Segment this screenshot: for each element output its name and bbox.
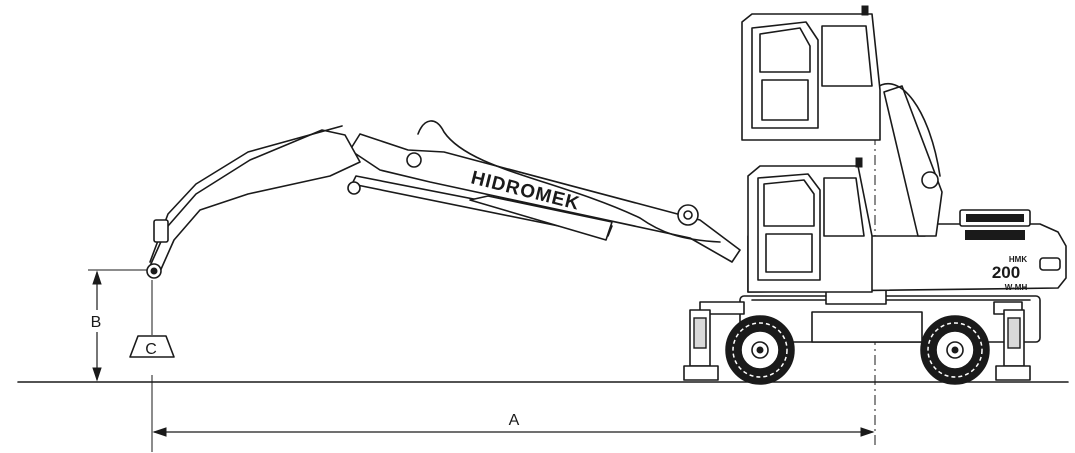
dimension-a-label-bg xyxy=(502,409,526,429)
wheel-front xyxy=(725,315,795,385)
boom-cylinder-barrel xyxy=(469,195,613,241)
dimension-b: B xyxy=(84,269,150,382)
boom-cylinder xyxy=(347,175,613,241)
outrigger-rear xyxy=(993,301,1031,381)
cab-raised-window-lower xyxy=(761,79,809,121)
boom-foot-pin-center xyxy=(683,210,693,220)
outrigger-front-beam xyxy=(699,301,745,315)
outrigger-front xyxy=(683,301,745,381)
load-c-label: C xyxy=(145,341,157,358)
dimension-b-label: B xyxy=(91,314,102,331)
wheel-rear xyxy=(920,315,990,385)
cab-raised-side-window xyxy=(821,25,873,87)
stick-tip-pin-center xyxy=(150,267,158,275)
dimension-b-label-bg xyxy=(84,310,108,332)
wheel-rear-tread xyxy=(927,322,983,378)
dimension-a-arrow-left xyxy=(152,427,167,437)
cab-riser-arm xyxy=(883,85,943,237)
outrigger-rear-rod xyxy=(1007,317,1021,349)
boom-cylinder-pin xyxy=(347,181,361,195)
wheel-front-axle xyxy=(756,346,764,354)
cab-raised-window-upper xyxy=(759,27,811,73)
stick-valve-block xyxy=(153,219,169,243)
dimension-b-arrow-bottom xyxy=(92,367,102,382)
boom-hydraulic-hose xyxy=(417,120,721,243)
cab-riser xyxy=(875,82,943,237)
model-badge-bg xyxy=(980,252,1032,282)
load-c-shape xyxy=(129,335,175,358)
cab-raised-beacon xyxy=(861,5,869,16)
outrigger-front-pad xyxy=(683,365,719,381)
dimension-a: A xyxy=(151,375,875,452)
rear-light xyxy=(1039,257,1061,271)
boom-body xyxy=(349,133,741,263)
outrigger-rear-pad xyxy=(995,365,1031,381)
outrigger-front-rod xyxy=(693,317,707,349)
boom-tip-pin xyxy=(406,152,422,168)
engine-grille xyxy=(966,214,1024,222)
cab-lowered-window-lower xyxy=(765,233,813,273)
model-badge-top: HMK xyxy=(1009,255,1027,264)
wheel-rear-axle xyxy=(951,346,959,354)
dimension-a-label: A xyxy=(509,412,520,429)
stick xyxy=(146,125,361,279)
model-badge-number: 200 xyxy=(992,263,1020,282)
cab-riser-hose xyxy=(875,82,941,177)
chassis-center-box xyxy=(811,311,923,343)
cab-lowered-side-window xyxy=(823,177,865,237)
dimension-a-arrow-right xyxy=(860,427,875,437)
stick-body xyxy=(149,129,361,277)
dimension-b-arrow-top xyxy=(92,270,102,285)
cab-lowered-window-upper xyxy=(763,179,815,227)
undercarriage xyxy=(683,289,1041,385)
cab-lowered-beacon xyxy=(855,157,863,168)
wheel-front-tread xyxy=(732,322,788,378)
cab-riser-pivot xyxy=(921,171,939,189)
engine-side-vents xyxy=(965,230,1025,240)
cab-lowered xyxy=(747,157,873,293)
engine-grille-vents xyxy=(966,214,1024,222)
cab-raised xyxy=(741,5,881,141)
load-c: C xyxy=(129,280,175,358)
model-badge-suffix: W-MH xyxy=(1005,283,1028,292)
